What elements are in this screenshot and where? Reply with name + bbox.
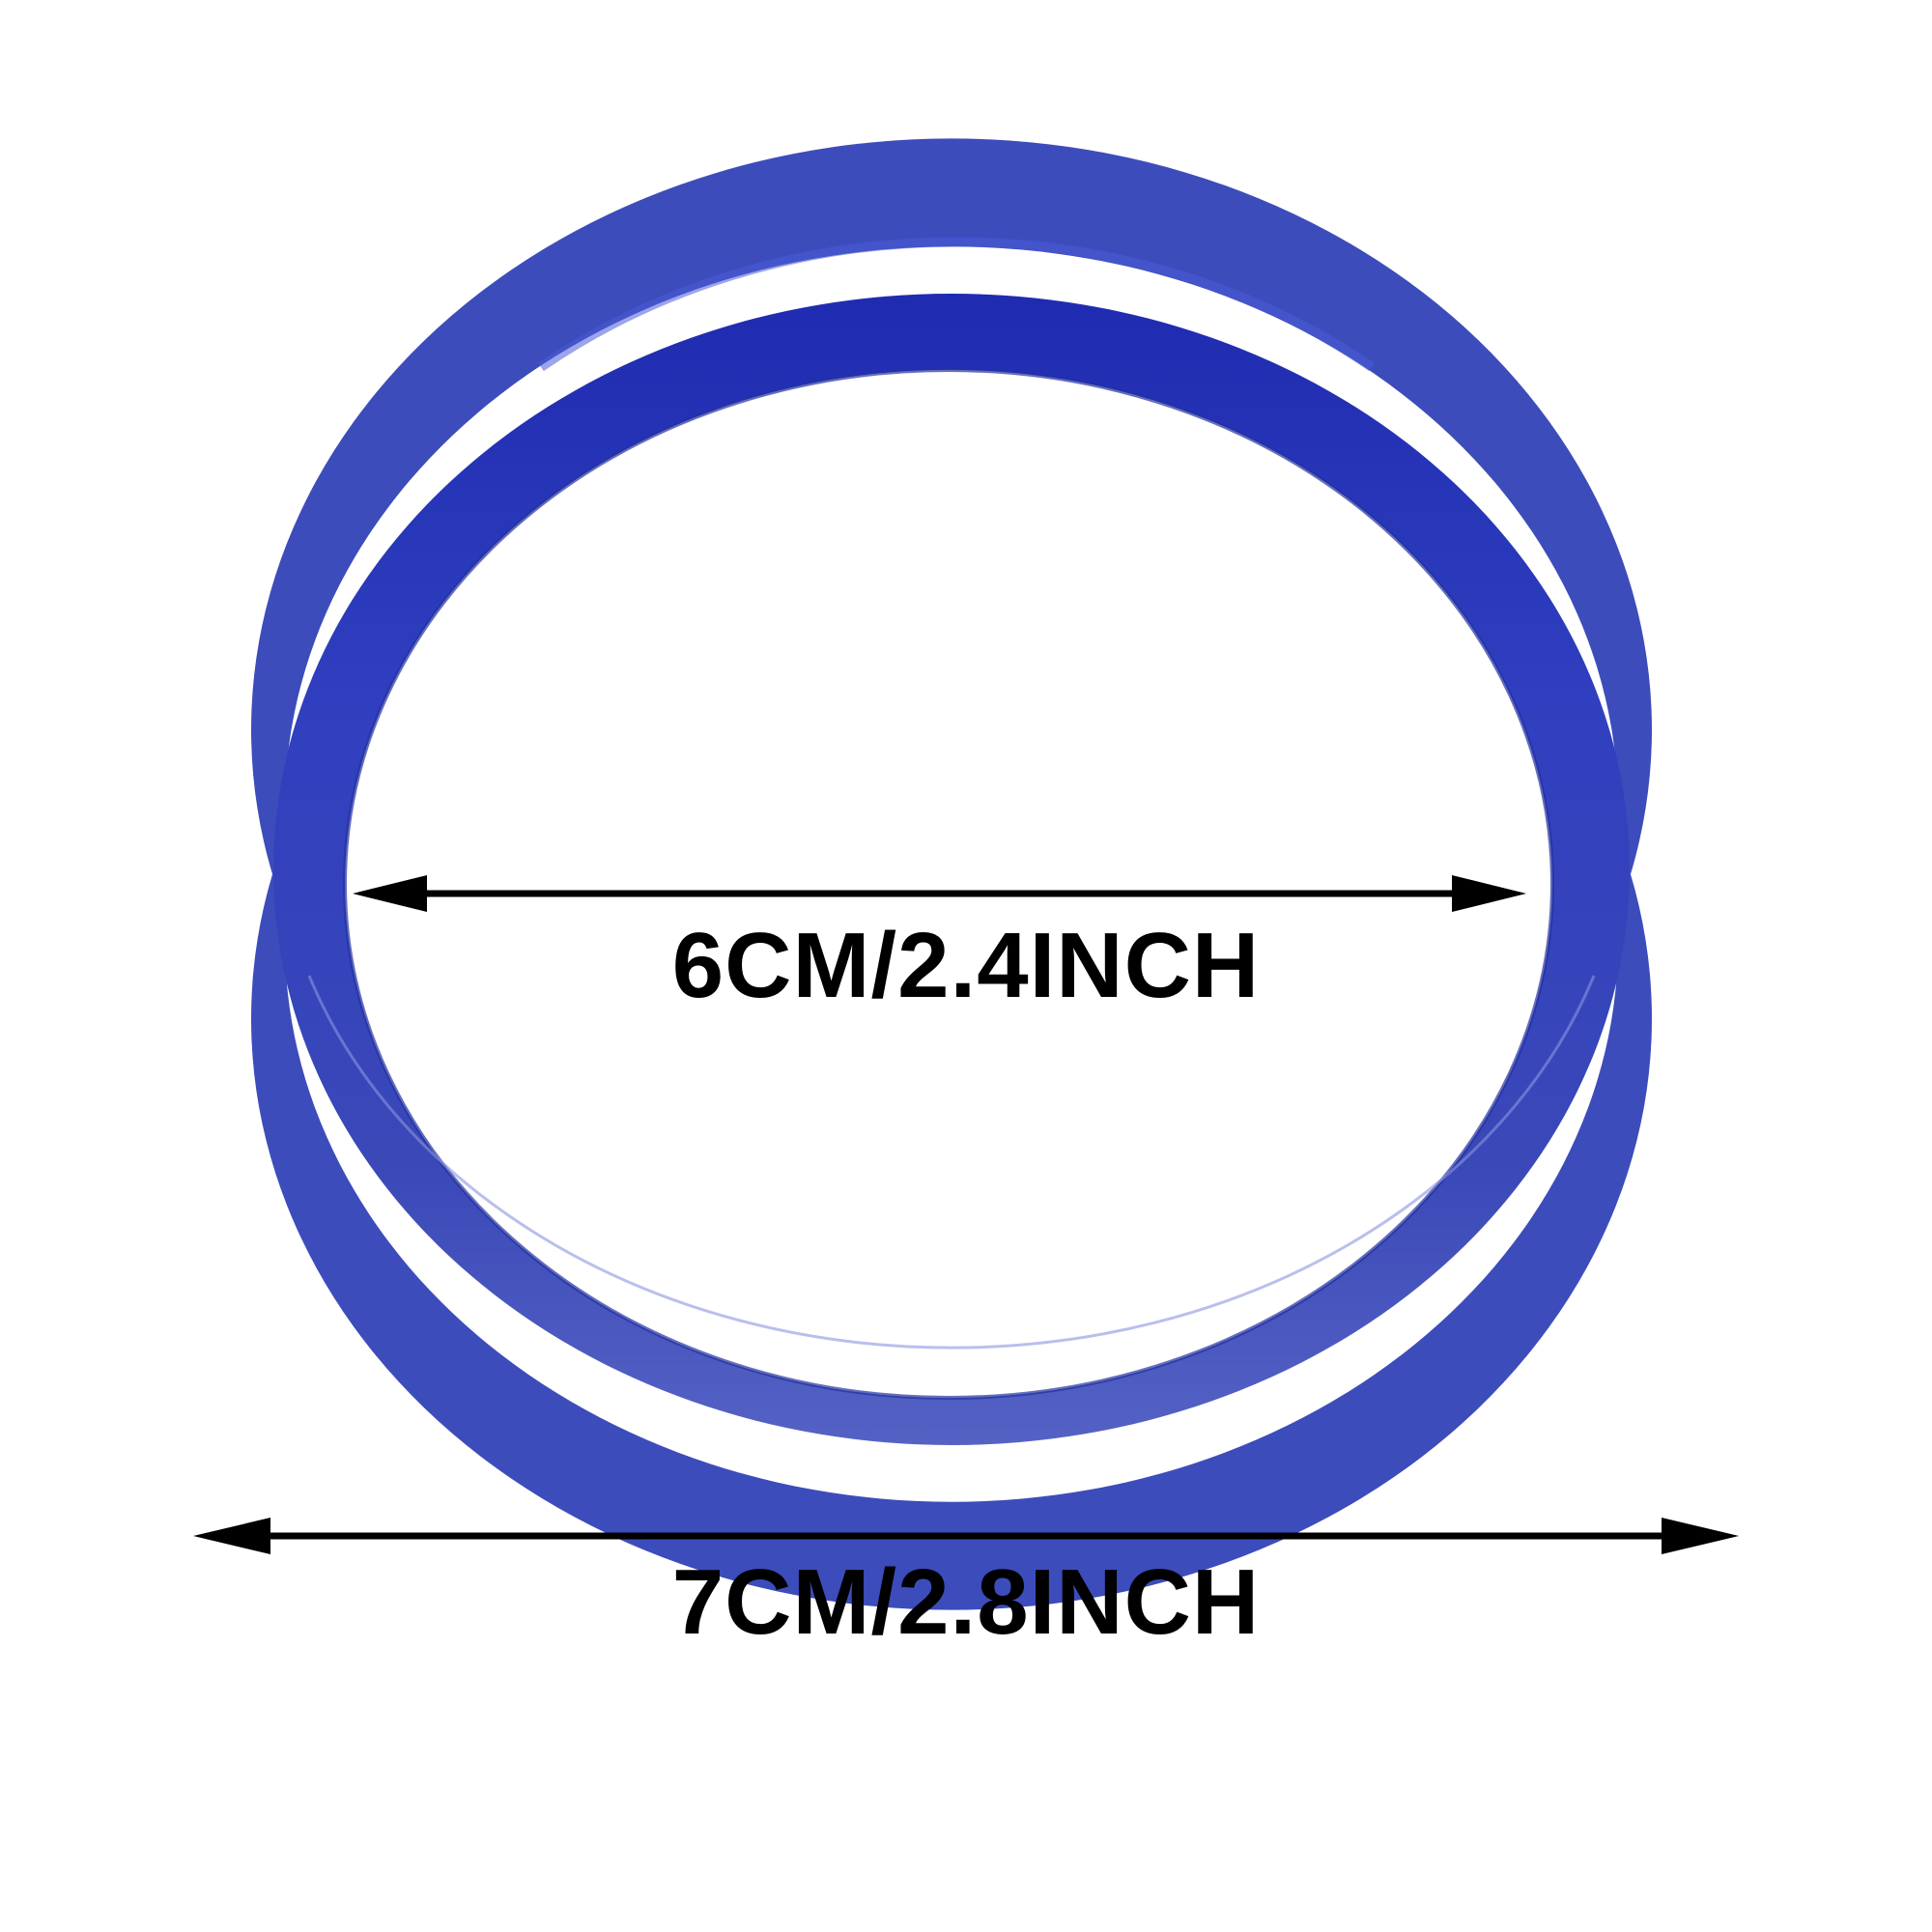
inner-arrow-left-head (353, 875, 427, 912)
inner-dimension-arrow (353, 875, 1526, 912)
outer-dimension-arrow (193, 1518, 1739, 1554)
outer-arrow-left-head (193, 1518, 270, 1554)
outer-diameter-label: 7CM/2.8INCH (671, 1550, 1261, 1654)
inner-arrow-right-head (1452, 875, 1526, 912)
inner-diameter-label: 6CM/2.4INCH (671, 914, 1261, 1017)
outer-arrow-right-head (1662, 1518, 1739, 1554)
ring-face (273, 294, 1630, 1445)
ring-rim-line (307, 975, 1596, 1350)
trim-ring (250, 138, 1652, 1610)
ring-highlight (538, 237, 1375, 372)
ring-inner-edge (343, 368, 1554, 1400)
